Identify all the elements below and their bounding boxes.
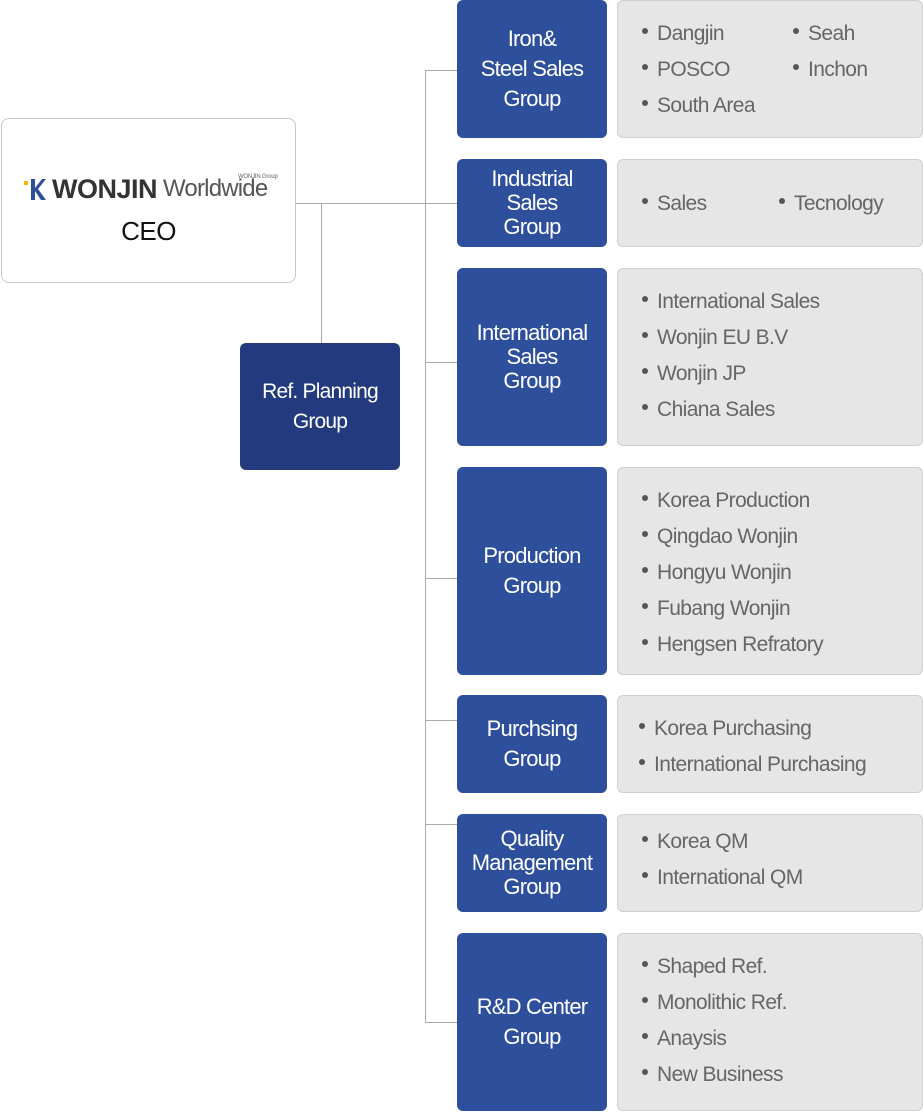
international-sales-group: International Sales Group: [457, 268, 607, 446]
bullet-icon: [642, 100, 648, 107]
list-item: Korea Production: [642, 488, 810, 514]
production-group: Production Group: [457, 467, 607, 675]
bullet-icon: [642, 603, 648, 610]
bullet-icon: [642, 961, 648, 968]
bullet-icon: [639, 723, 645, 730]
bullet-icon: [779, 198, 785, 205]
bullet-icon: [639, 759, 645, 766]
bullet-icon: [642, 198, 648, 205]
list-item: International Purchasing: [639, 752, 867, 778]
bullet-icon: [642, 1069, 648, 1076]
list-item: Anaysis: [642, 1026, 727, 1052]
logo-group-tag: WONJIN Group: [238, 174, 278, 180]
industrial-sales-panel: [617, 159, 923, 247]
list-item: Dangjin: [642, 21, 725, 47]
branch-quality: [425, 824, 457, 825]
branch-production: [425, 578, 457, 579]
list-item: Korea Purchasing: [639, 716, 812, 742]
bullet-icon: [642, 332, 648, 339]
list-item: Qingdao Wonjin: [642, 524, 798, 550]
bullet-icon: [793, 28, 799, 35]
list-item: South Area: [642, 93, 756, 119]
purchasing-group: Purchsing Group: [457, 695, 607, 793]
branch-international: [425, 362, 457, 363]
list-item: New Business: [642, 1062, 783, 1088]
wonjin-logo-icon: [24, 179, 46, 200]
bullet-icon: [642, 997, 648, 1004]
branch-iron-steel: [425, 70, 457, 71]
company-logo: WONJIN Worldwide: [22, 172, 268, 206]
list-item: Korea QM: [642, 829, 749, 855]
list-item: International Sales: [642, 289, 820, 315]
list-item: Wonjin JP: [642, 361, 746, 387]
ceo-box: [1, 118, 296, 283]
list-item: Hengsen Refratory: [642, 632, 824, 658]
international-sales-panel: [617, 268, 923, 446]
quality-management-group: Quality Management Group: [457, 814, 607, 912]
bullet-icon: [642, 567, 648, 574]
ceo-connector-h: [296, 203, 457, 204]
branch-rnd: [425, 1022, 457, 1023]
list-item: Shaped Ref.: [642, 954, 768, 980]
purchasing-panel: [617, 695, 923, 793]
trunk-line: [425, 70, 426, 1022]
branch-purchasing: [425, 720, 457, 721]
bullet-icon: [642, 872, 648, 879]
list-item: Hongyu Wonjin: [642, 560, 792, 586]
bullet-icon: [793, 64, 799, 71]
bullet-icon: [642, 368, 648, 375]
production-panel: [617, 467, 923, 675]
iron-steel-sales-group: Iron& Steel Sales Group: [457, 0, 607, 138]
industrial-sales-group: Industrial Sales Group: [457, 159, 607, 247]
bullet-icon: [642, 639, 648, 646]
list-item: Inchon: [793, 57, 868, 83]
ref-planning-group: Ref. Planning Group: [240, 343, 400, 470]
bullet-icon: [642, 28, 648, 35]
bullet-icon: [642, 495, 648, 502]
rnd-center-group: R&D Center Group: [457, 933, 607, 1111]
quality-management-panel: [617, 814, 923, 912]
logo-wordmark: WONJIN: [52, 174, 158, 204]
bullet-icon: [642, 404, 648, 411]
bullet-icon: [642, 836, 648, 843]
bullet-icon: [642, 296, 648, 303]
list-item: Sales: [642, 191, 707, 217]
ceo-title: CEO: [121, 216, 176, 246]
rnd-center-panel: [617, 933, 923, 1111]
list-item: Chiana Sales: [642, 397, 775, 423]
logo-subtitle: Worldwide: [163, 175, 268, 202]
list-item: Monolithic Ref.: [642, 990, 787, 1016]
list-item: Tecnology: [779, 191, 884, 217]
list-item: Seah: [793, 21, 855, 47]
ref-connector-v: [321, 203, 322, 343]
list-item: International QM: [642, 865, 803, 891]
bullet-icon: [642, 531, 648, 538]
list-item: Fubang Wonjin: [642, 596, 791, 622]
list-item: POSCO: [642, 57, 730, 83]
list-item: Wonjin EU B.V: [642, 325, 788, 351]
bullet-icon: [642, 64, 648, 71]
bullet-icon: [642, 1033, 648, 1040]
